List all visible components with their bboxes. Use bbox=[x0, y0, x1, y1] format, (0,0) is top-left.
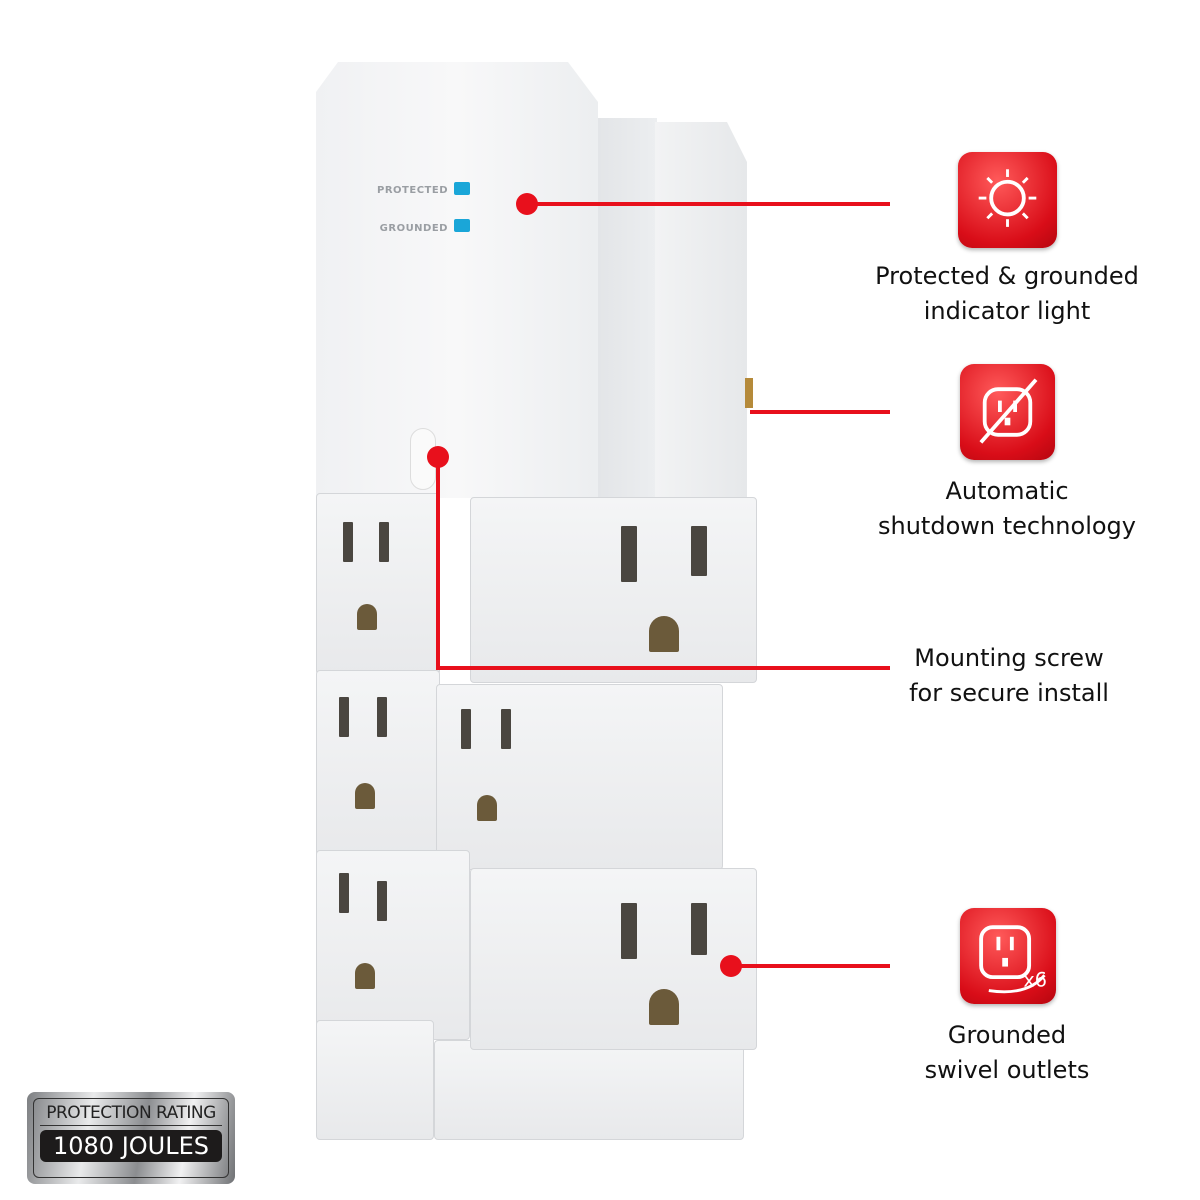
protected-led bbox=[454, 182, 470, 195]
base-left bbox=[316, 1020, 434, 1140]
outlet bbox=[316, 850, 470, 1040]
no-plug-icon bbox=[960, 364, 1055, 460]
x6-text: x6 bbox=[1023, 969, 1047, 992]
housing-top bbox=[316, 62, 598, 498]
protection-rating-badge: PROTECTION RATING 1080 JOULES bbox=[27, 1092, 235, 1184]
outlet bbox=[316, 670, 440, 858]
sun-indicator-icon bbox=[958, 152, 1057, 248]
badge-value: 1080 JOULES bbox=[40, 1130, 222, 1162]
callout-dot bbox=[516, 193, 538, 215]
outlet bbox=[470, 868, 757, 1050]
callout-line-screw bbox=[436, 666, 890, 670]
badge-title: PROTECTION RATING bbox=[40, 1103, 222, 1126]
base-right bbox=[434, 1040, 744, 1140]
callout-line-indicator bbox=[527, 202, 890, 206]
led-label-grounded: GROUNDED bbox=[379, 223, 448, 234]
callout-line-shutdown bbox=[750, 410, 890, 414]
plug-prong bbox=[745, 378, 753, 408]
housing-right bbox=[655, 122, 747, 498]
led-label-protected: PROTECTED bbox=[377, 185, 448, 196]
outlet bbox=[470, 497, 757, 683]
callout-line-outlets bbox=[731, 964, 890, 968]
callout-dot bbox=[427, 446, 449, 468]
outlet bbox=[436, 684, 723, 870]
callout-line-screw-vertical bbox=[436, 457, 440, 669]
grounded-led bbox=[454, 219, 470, 232]
callout-dot bbox=[720, 955, 742, 977]
outlet bbox=[316, 493, 440, 675]
outlet-x6-icon: x6 bbox=[960, 908, 1056, 1004]
